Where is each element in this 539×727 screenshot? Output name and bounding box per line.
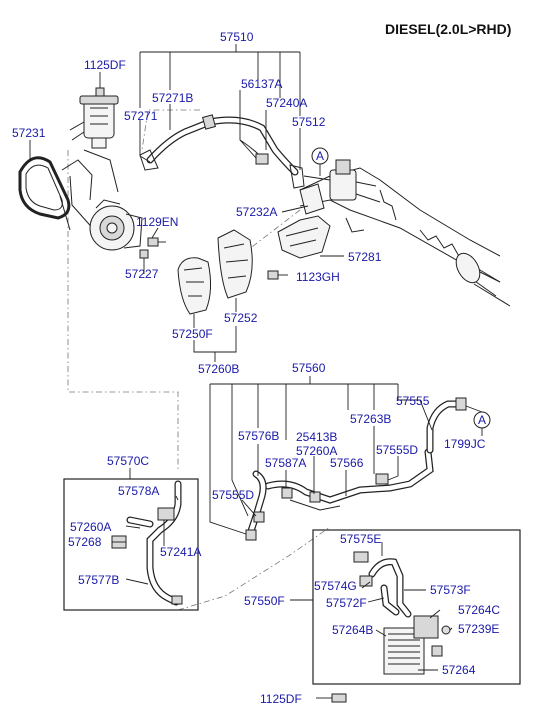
label-57512: 57512 — [292, 115, 326, 129]
label-57575e: 57575E — [340, 532, 381, 546]
label-57578a: 57578A — [118, 484, 159, 498]
label-57260a-box: 57260A — [70, 520, 111, 534]
label-57271b: 57271B — [152, 91, 193, 105]
part-labels: 57510 1125DF 57271B 56137A 57240A 57271 … — [12, 30, 500, 706]
label-57577b: 57577B — [78, 573, 119, 587]
label-57240a: 57240A — [266, 96, 307, 110]
label-57232a: 57232A — [236, 205, 277, 219]
label-57574g: 57574G — [314, 579, 357, 593]
label-57260b: 57260B — [198, 362, 239, 376]
label-57268: 57268 — [68, 535, 102, 549]
label-57231: 57231 — [12, 126, 46, 140]
label-1125df-top: 1125DF — [84, 58, 126, 72]
label-57252: 57252 — [224, 311, 258, 325]
label-25413b: 25413B — [296, 430, 337, 444]
label-57555d-right: 57555D — [376, 443, 418, 457]
label-57510: 57510 — [220, 30, 254, 44]
reservoir-tank — [69, 95, 119, 149]
label-57550f: 57550F — [244, 594, 285, 608]
sub-assembly-box-57550f — [290, 529, 521, 685]
engine-bracket-lines — [59, 149, 119, 233]
label-56137a: 56137A — [241, 77, 282, 91]
bolt-1129en — [147, 237, 166, 247]
ref-a-bottom: A — [478, 413, 486, 427]
steering-gear — [299, 159, 511, 307]
label-57576b: 57576B — [238, 429, 279, 443]
label-1123gh: 1123GH — [296, 270, 340, 284]
diagram-title: DIESEL(2.0L>RHD) — [385, 21, 511, 37]
leader-lines-lower — [209, 376, 491, 535]
label-1129en: 1129EN — [136, 215, 178, 229]
power-steering-pump — [89, 199, 143, 251]
label-57264: 57264 — [442, 663, 476, 677]
drive-belt — [18, 156, 71, 220]
label-57560: 57560 — [292, 361, 326, 375]
pressure-hose-assembly — [139, 114, 331, 189]
label-57555: 57555 — [396, 394, 430, 408]
label-57566: 57566 — [330, 456, 364, 470]
label-57570c: 57570C — [107, 454, 149, 468]
label-57271: 57271 — [124, 109, 158, 123]
bolt-57227 — [139, 249, 149, 266]
bolt-1125df-bottom — [316, 693, 347, 703]
label-57281: 57281 — [348, 250, 382, 264]
bolt-1125df-top — [95, 72, 105, 97]
label-57227: 57227 — [125, 267, 159, 281]
label-57555d-left: 57555D — [212, 488, 254, 502]
label-57263b: 57263B — [350, 412, 391, 426]
label-57587a: 57587A — [265, 456, 306, 470]
label-1125df-bottom: 1125DF — [260, 692, 302, 706]
label-57572f: 57572F — [326, 596, 367, 610]
label-1799jc: 1799JC — [444, 437, 486, 451]
heat-shield-57252 — [217, 229, 253, 299]
sub-assembly-box-57570c — [63, 468, 199, 611]
label-57264c: 57264C — [458, 603, 500, 617]
heat-shield-57250f — [177, 257, 212, 315]
label-57260a-mid: 57260A — [296, 444, 337, 458]
label-57573f: 57573F — [430, 583, 471, 597]
label-57239e: 57239E — [458, 622, 499, 636]
label-57241a: 57241A — [160, 545, 201, 559]
bolt-1123gh — [267, 270, 288, 280]
label-57250f: 57250F — [172, 327, 213, 341]
phantom-lines — [67, 109, 331, 611]
label-57264b: 57264B — [332, 623, 373, 637]
ref-a-top: A — [316, 149, 324, 163]
leader-lines-upper — [29, 44, 344, 362]
